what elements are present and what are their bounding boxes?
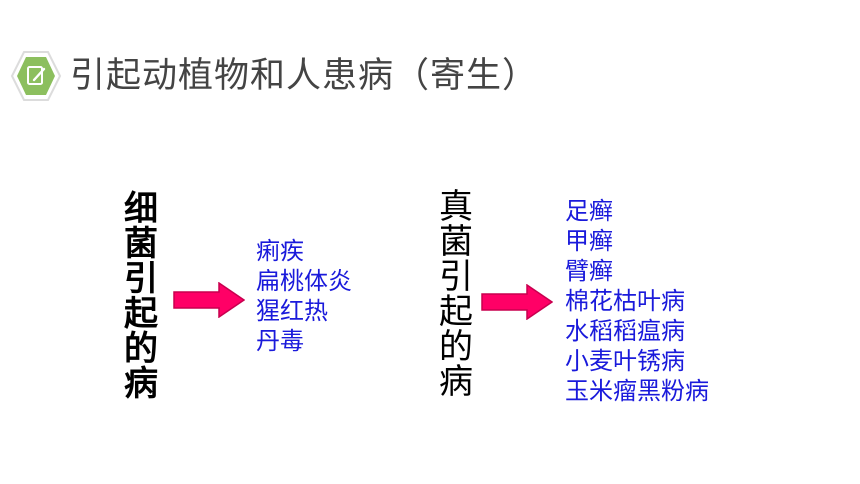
bacteria-label: 细菌引起的病 xyxy=(124,189,158,404)
list-item: 痢疾 xyxy=(256,237,304,265)
edit-note-icon xyxy=(10,51,62,101)
title-bar: 引起动植物和人患病（寄生） xyxy=(10,48,538,104)
fungi-disease-list: 足癣 甲癣 臂癣 棉花枯叶病 水稻稻瘟病 小麦叶锈病 玉米瘤黑粉病 xyxy=(565,196,709,406)
list-item: 猩红热 xyxy=(256,297,328,325)
list-item: 玉米瘤黑粉病 xyxy=(565,377,709,405)
bacteria-arrow-icon xyxy=(173,282,245,318)
list-item: 棉花枯叶病 xyxy=(565,287,685,315)
bacteria-disease-list: 痢疾 扁桃体炎 猩红热 丹毒 xyxy=(256,236,352,356)
list-item: 水稻稻瘟病 xyxy=(565,317,685,345)
list-item: 足癣 xyxy=(565,197,613,225)
list-item: 臂癣 xyxy=(565,257,613,285)
list-item: 丹毒 xyxy=(256,327,304,355)
fungi-label: 真菌引起的病 xyxy=(439,187,473,402)
list-item: 甲癣 xyxy=(565,227,613,255)
page-title: 引起动植物和人患病（寄生） xyxy=(70,55,539,96)
list-item: 小麦叶锈病 xyxy=(565,347,685,375)
list-item: 扁桃体炎 xyxy=(256,267,352,295)
fungi-arrow-icon xyxy=(481,284,553,320)
